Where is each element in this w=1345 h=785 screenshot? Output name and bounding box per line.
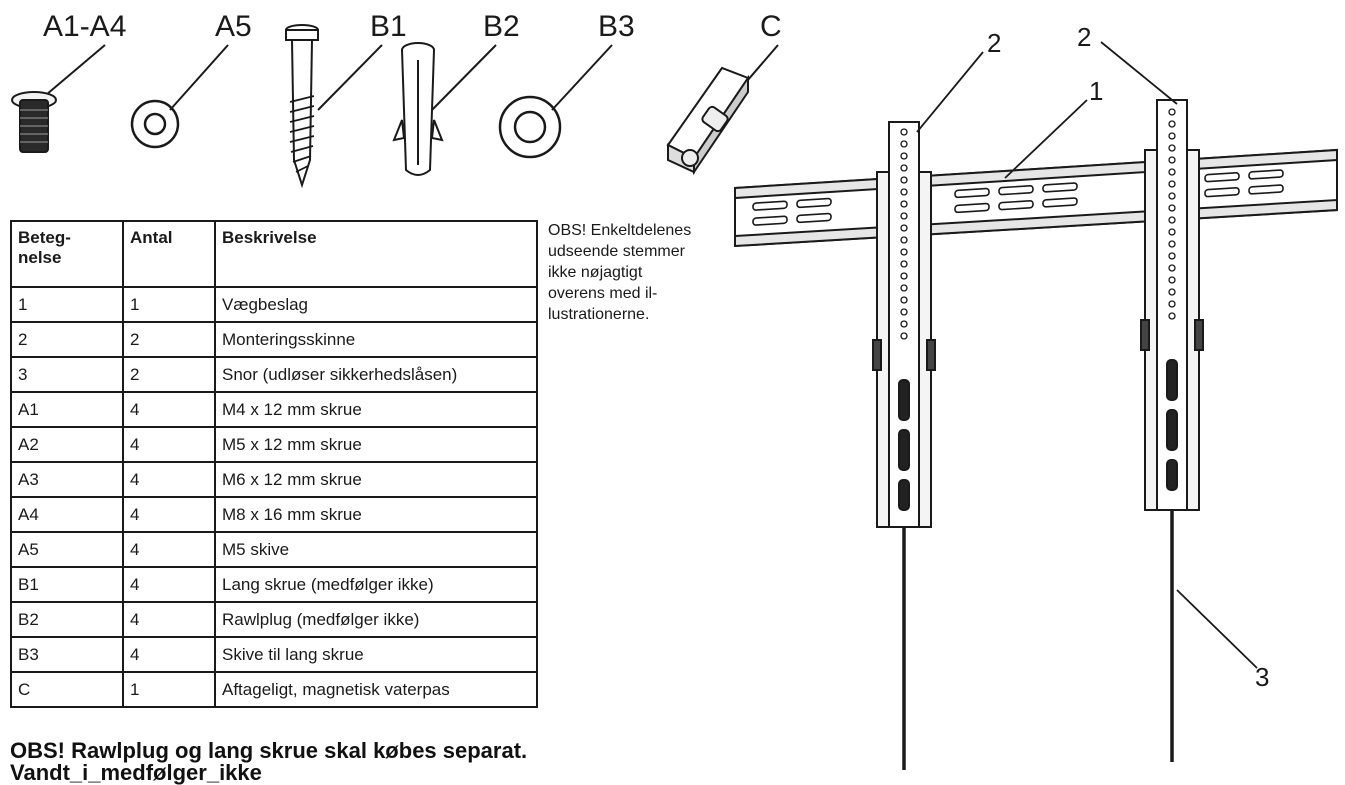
cell-description: Snor (udløser sikkerhedslåsen)	[214, 356, 538, 393]
cell-designation: C	[10, 671, 124, 708]
part-label-c: C	[760, 10, 782, 43]
cell-designation: 3	[10, 356, 124, 393]
cell-designation: B1	[10, 566, 124, 603]
cell-description: Vægbeslag	[214, 286, 538, 323]
callout-wall-bracket: 1	[1089, 76, 1103, 106]
cell-designation: A5	[10, 531, 124, 568]
cell-quantity: 4	[122, 566, 216, 603]
part-label-b2: B2	[483, 10, 520, 43]
part-label-b3: B3	[598, 10, 635, 43]
cell-description: Rawlplug (medfølger ikke)	[214, 601, 538, 638]
callout-cord: 3	[1255, 662, 1269, 692]
header-quantity: Antal	[122, 220, 216, 288]
header-designation: Beteg- nelse	[10, 220, 124, 288]
cell-quantity: 1	[122, 671, 216, 708]
part-label-a1-a4: A1-A4	[43, 10, 127, 43]
parts-illustration	[11, 24, 779, 189]
purchase-warning-line2: Vandt_i_medfølger_ikke	[10, 760, 262, 785]
parts-strip: A1-A4 A5 B1 B2 B3 C	[0, 0, 800, 215]
appearance-note: OBS! Enkeltdelenes udseende stemmer ikke…	[548, 222, 692, 323]
cell-designation: A1	[10, 391, 124, 428]
cell-designation: 2	[10, 321, 124, 358]
callout-rail-left: 2	[987, 28, 1001, 58]
cell-description: M5 x 12 mm skrue	[214, 426, 538, 463]
part-label-a5: A5	[215, 10, 252, 43]
large-washer-icon	[498, 95, 562, 159]
cell-designation: 1	[10, 286, 124, 323]
cell-description: Skive til lang skrue	[214, 636, 538, 673]
cell-designation: B3	[10, 636, 124, 673]
cell-quantity: 4	[122, 391, 216, 428]
cell-quantity: 2	[122, 356, 216, 393]
rawlplug-icon	[392, 42, 444, 176]
cell-designation: A2	[10, 426, 124, 463]
cell-description: Monteringsskinne	[214, 321, 538, 358]
cell-quantity: 1	[122, 286, 216, 323]
mounting-rail-right	[1140, 99, 1204, 762]
cell-quantity: 4	[122, 531, 216, 568]
header-description: Beskrivelse	[214, 220, 538, 288]
cell-quantity: 4	[122, 496, 216, 533]
cell-quantity: 4	[122, 636, 216, 673]
wall-mount-illustration: 2 2 1 3	[734, 22, 1338, 770]
cell-quantity: 2	[122, 321, 216, 358]
table-header-row: Beteg- nelse Antal Beskrivelse	[10, 220, 538, 288]
cell-description: Lang skrue (medfølger ikke)	[214, 566, 538, 603]
bolt-icon	[11, 91, 57, 153]
wall-bracket	[734, 148, 1338, 248]
cell-description: M6 x 12 mm skrue	[214, 461, 538, 498]
part-label-b1: B1	[370, 10, 407, 43]
cell-description: Aftageligt, magnetisk vaterpas	[214, 671, 538, 708]
mounting-rail-left	[872, 121, 936, 770]
cell-designation: A3	[10, 461, 124, 498]
cell-description: M4 x 12 mm skrue	[214, 391, 538, 428]
cell-description: M8 x 16 mm skrue	[214, 496, 538, 533]
long-screw-icon	[285, 24, 319, 189]
cell-quantity: 4	[122, 601, 216, 638]
callout-rail-right: 2	[1077, 22, 1091, 52]
spirit-level-icon	[666, 66, 750, 176]
washer-icon	[130, 99, 180, 149]
cell-designation: B2	[10, 601, 124, 638]
cell-quantity: 4	[122, 461, 216, 498]
cell-description: M5 skive	[214, 531, 538, 568]
cell-quantity: 4	[122, 426, 216, 463]
cell-designation: A4	[10, 496, 124, 533]
purchase-warning: OBS! Rawlplug og lang skrue skal købes s…	[10, 738, 528, 763]
